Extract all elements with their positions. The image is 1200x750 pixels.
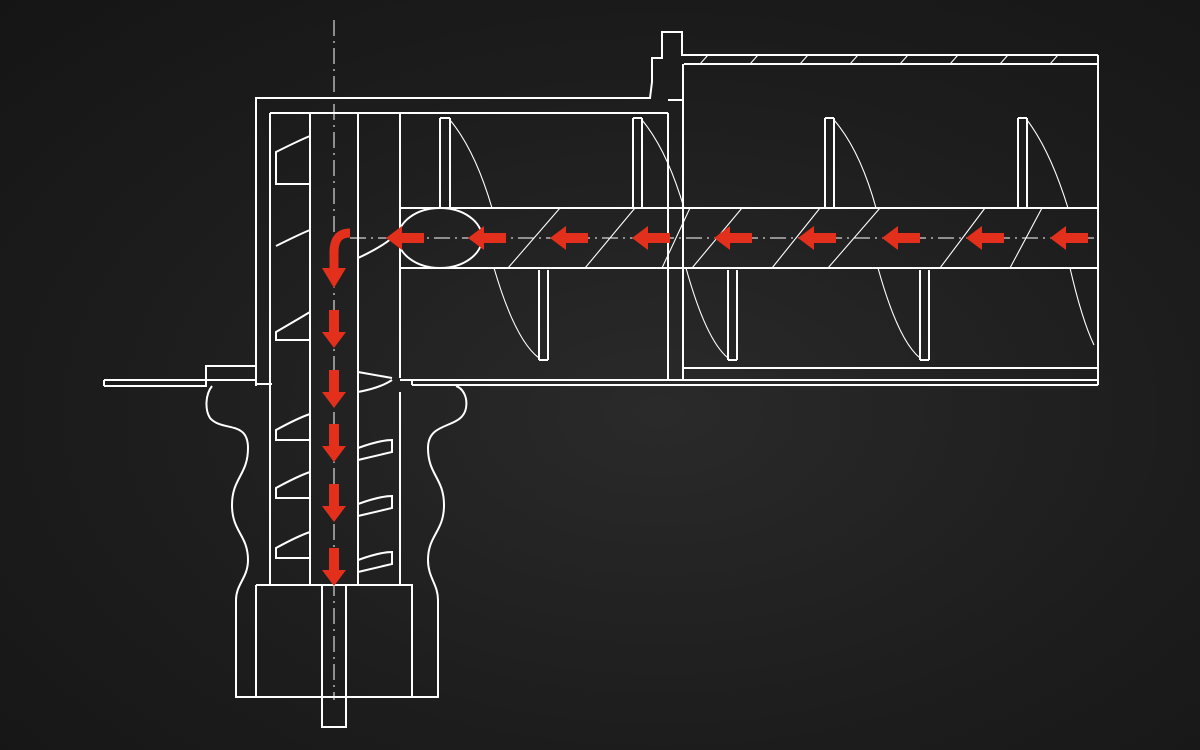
- vertical-housing: [103, 113, 413, 585]
- vertical-casing: [205, 385, 468, 728]
- flow-arrow-down: [322, 370, 346, 408]
- flow-arrow-left: [714, 226, 752, 250]
- center-lines: [333, 20, 1098, 700]
- flow-arrow-left: [966, 226, 1004, 250]
- horizontal-screw-flights: [439, 117, 1095, 361]
- flow-turn-arrow: [329, 228, 351, 268]
- flow-arrow-left: [1050, 226, 1088, 250]
- flow-arrow-down: [322, 310, 346, 348]
- flow-turn-arrow-head: [322, 268, 346, 288]
- flow-arrow-left: [798, 226, 836, 250]
- flow-arrow-left: [386, 226, 424, 250]
- flow-arrow-down: [322, 548, 346, 586]
- vertical-screw-flights: [275, 134, 393, 573]
- flow-arrow-left: [468, 226, 506, 250]
- horizontal-housing: [255, 31, 1099, 386]
- flow-arrow-left: [550, 226, 588, 250]
- flow-arrow-left: [632, 226, 670, 250]
- flow-arrow-down: [322, 484, 346, 522]
- flow-arrow-down: [322, 424, 346, 462]
- material-flow-arrows: [322, 226, 1088, 586]
- flow-arrow-left: [882, 226, 920, 250]
- cover-hatching: [699, 54, 1059, 65]
